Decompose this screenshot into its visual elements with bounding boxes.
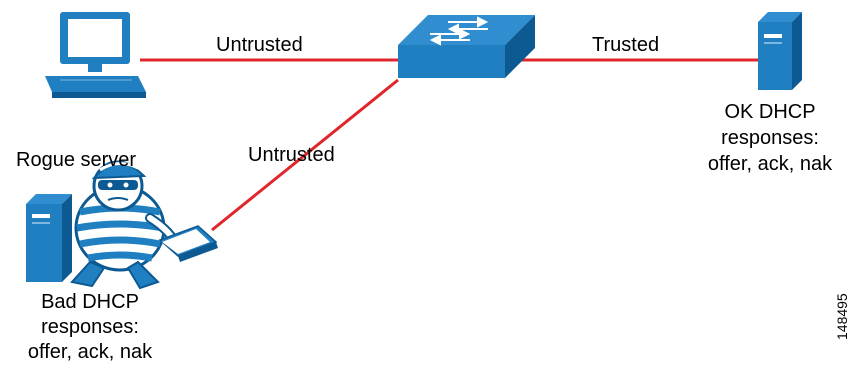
rogue-laptop-icon xyxy=(158,225,218,262)
rogue-server-icon xyxy=(26,194,72,282)
rogue-character-icon xyxy=(70,160,181,290)
link-label-pc-switch: Untrusted xyxy=(216,34,303,56)
figure-id: 148495 xyxy=(834,293,850,340)
rogue-responses-line1: Bad DHCP xyxy=(41,291,139,313)
trusted-server-icon xyxy=(758,12,802,90)
switch-icon xyxy=(398,15,535,78)
rogue-responses-line3: offer, ack, nak xyxy=(27,341,153,363)
workstation-icon xyxy=(45,12,146,98)
rogue-server-title: Rogue server xyxy=(16,149,137,171)
link-label-switch-server: Trusted xyxy=(592,34,660,56)
link-rogue-switch xyxy=(211,78,399,232)
trusted-responses-line3: offer, ack, nak xyxy=(707,153,833,175)
link-label-rogue-switch: Untrusted xyxy=(248,144,335,166)
rogue-responses-line2: responses: xyxy=(41,316,139,338)
trusted-responses-line1: OK DHCP xyxy=(724,101,816,123)
trusted-responses-line2: responses: xyxy=(721,127,819,149)
